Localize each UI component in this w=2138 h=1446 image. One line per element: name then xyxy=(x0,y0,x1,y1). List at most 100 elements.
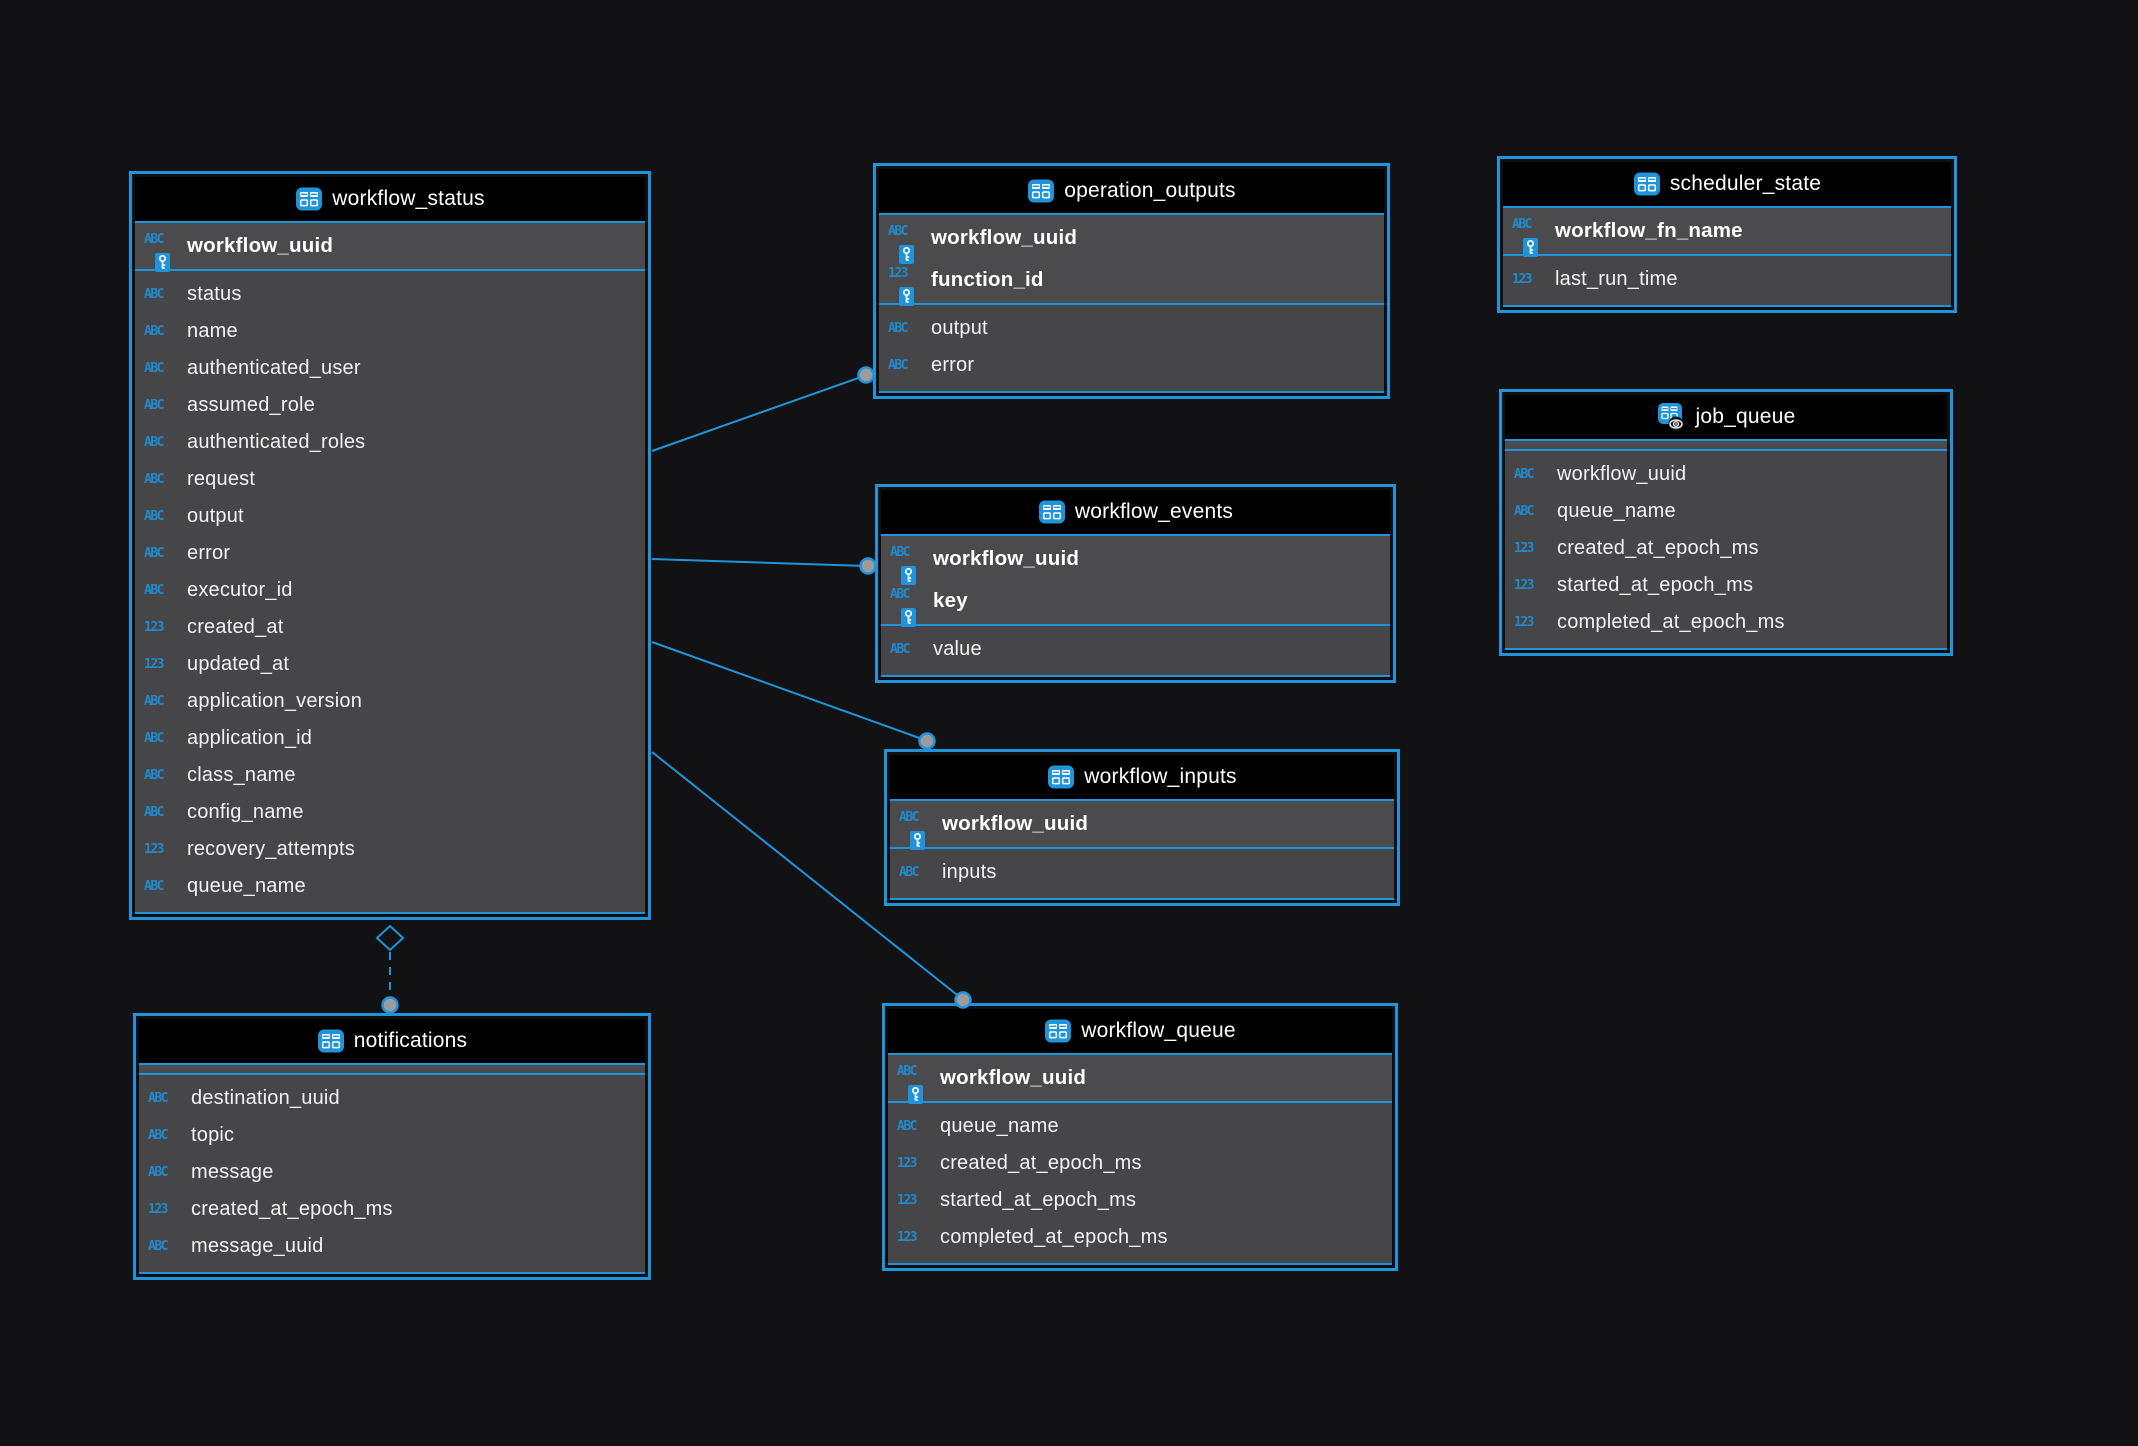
table-header[interactable]: workflow_status xyxy=(135,177,645,221)
number-type-icon: 123 xyxy=(1514,578,1552,593)
type-glyph: ABC xyxy=(890,544,910,560)
column-row[interactable]: ABC request xyxy=(135,461,645,498)
type-glyph: ABC xyxy=(144,694,164,709)
table-header[interactable]: workflow_queue xyxy=(888,1009,1392,1053)
string-type-icon: ABC xyxy=(144,768,182,783)
table-header[interactable]: workflow_inputs xyxy=(890,755,1394,799)
string-type-icon: ABC xyxy=(144,472,182,487)
table-header[interactable]: job_queue xyxy=(1505,395,1947,439)
key-icon xyxy=(910,830,925,850)
table-header[interactable]: workflow_events xyxy=(881,490,1390,534)
type-glyph: ABC xyxy=(1514,467,1534,482)
string-type-icon: ABC xyxy=(148,1239,186,1254)
column-name: key xyxy=(933,589,968,612)
column-name: workflow_uuid xyxy=(931,226,1078,249)
type-glyph: ABC xyxy=(888,321,908,336)
table-title: workflow_status xyxy=(332,187,485,210)
table-header[interactable]: notifications xyxy=(139,1019,645,1063)
table-header[interactable]: operation_outputs xyxy=(879,169,1384,213)
type-glyph: 123 xyxy=(148,1202,168,1217)
type-glyph: ABC xyxy=(144,472,164,487)
type-glyph: ABC xyxy=(144,398,164,413)
column-name: workflow_uuid xyxy=(942,812,1089,835)
column-row[interactable]: ABC output xyxy=(879,310,1384,347)
string-type-icon: ABC xyxy=(144,583,182,598)
column-name: function_id xyxy=(931,268,1044,291)
type-glyph: ABC xyxy=(148,1165,168,1180)
string-type-icon: ABC xyxy=(897,1119,935,1134)
type-glyph: ABC xyxy=(144,879,164,894)
column-name: authenticated_roles xyxy=(187,431,366,453)
table-icon xyxy=(1044,1017,1072,1045)
column-name: output xyxy=(931,317,988,339)
type-glyph: 123 xyxy=(144,842,164,857)
type-glyph: ABC xyxy=(897,1063,917,1079)
table-header[interactable]: scheduler_state xyxy=(1503,162,1951,206)
type-glyph: 123 xyxy=(1512,272,1532,287)
string-type-icon: ABC xyxy=(888,224,926,264)
string-type-icon: ABC xyxy=(144,232,182,272)
table-icon xyxy=(295,185,323,213)
column-row[interactable]: ABC authenticated_roles xyxy=(135,424,645,461)
type-glyph: ABC xyxy=(144,435,164,450)
table-view-icon xyxy=(1657,402,1687,432)
key-icon xyxy=(901,607,916,627)
column-name: request xyxy=(187,468,256,490)
string-type-icon: ABC xyxy=(144,361,182,376)
